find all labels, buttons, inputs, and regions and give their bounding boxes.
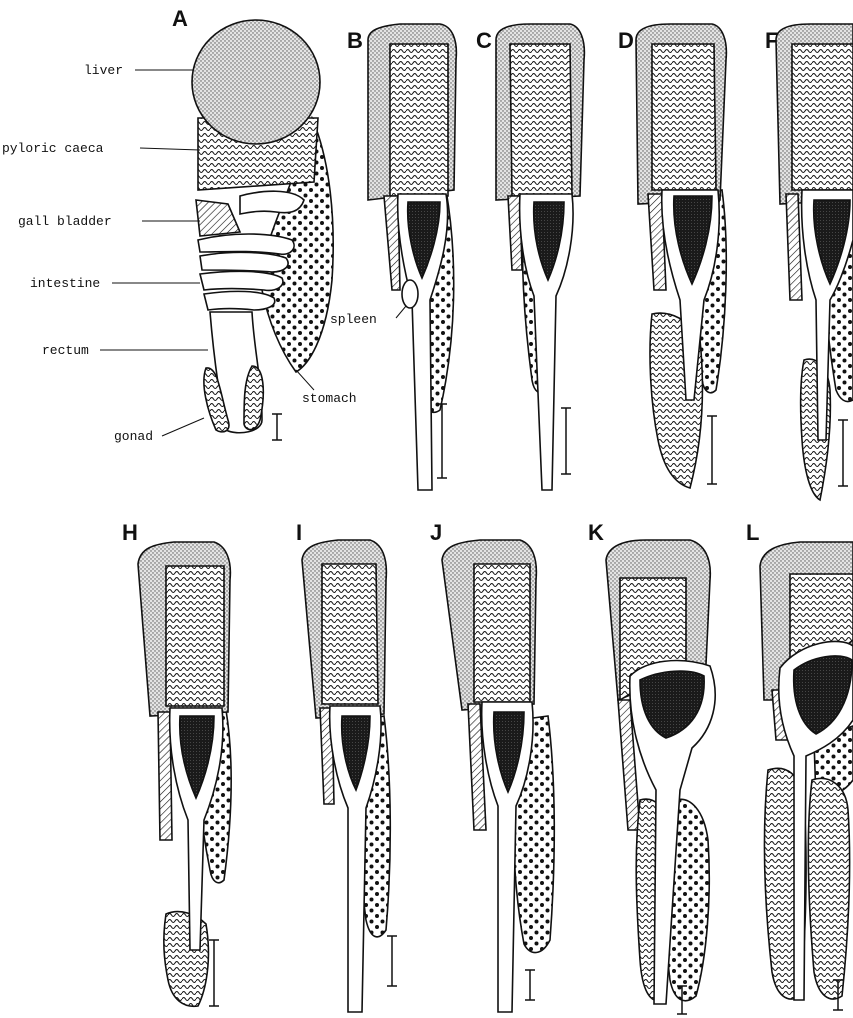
panel-letter-k: K <box>588 520 604 545</box>
panel-letter-h: H <box>122 520 138 545</box>
panel-i: I <box>296 520 397 1012</box>
label-gall-bladder: gall bladder <box>18 214 112 229</box>
panel-j: J <box>430 520 554 1012</box>
scale-bar-b <box>437 404 447 478</box>
gall-bladder-shape <box>196 200 240 236</box>
panel-letter-i: I <box>296 520 302 545</box>
scale-bar-c <box>561 408 571 474</box>
scale-bar-d <box>707 416 717 484</box>
scale-bar-j <box>525 970 535 1000</box>
panel-letter-l: L <box>746 520 759 545</box>
panel-d: D <box>618 24 726 488</box>
label-pyloric-caeca: pyloric caeca <box>2 141 104 156</box>
gonad-shape <box>164 912 209 1007</box>
pyloric-caeca-shape <box>510 44 572 196</box>
gall-bladder-shape <box>786 194 802 300</box>
label-rectum: rectum <box>42 343 89 358</box>
panel-a: A liver pyloric caeca gall bladder intes… <box>2 6 357 444</box>
panel-letter-c: C <box>476 28 492 53</box>
panel-f: F <box>765 24 853 500</box>
panel-letter-a: A <box>172 6 188 31</box>
panel-letter-b: B <box>347 28 363 53</box>
panel-k: K <box>588 520 715 1014</box>
panel-b: B spleen <box>330 24 456 490</box>
liver-shape <box>192 20 320 144</box>
scale-bar-h <box>209 940 219 1006</box>
pyloric-caeca-shape <box>166 566 224 706</box>
label-stomach: stomach <box>302 391 357 406</box>
panel-h: H <box>122 520 231 1006</box>
panel-c: C <box>476 24 584 490</box>
gonad-shape-right <box>808 778 849 999</box>
scale-bar-a <box>272 414 282 440</box>
pyloric-caeca-shape <box>652 44 716 190</box>
label-intestine: intestine <box>30 276 100 291</box>
label-liver: liver <box>84 63 123 78</box>
scale-bar-f <box>838 420 848 486</box>
pyloric-caeca-shape <box>390 44 448 196</box>
label-gonad: gonad <box>114 429 153 444</box>
spleen-shape <box>402 280 418 308</box>
pyloric-caeca-shape <box>474 564 530 702</box>
panel-l: L <box>746 520 853 1010</box>
panel-letter-d: D <box>618 28 634 53</box>
label-spleen: spleen <box>330 312 377 327</box>
scale-bar-i <box>387 936 397 986</box>
panel-letter-j: J <box>430 520 442 545</box>
pyloric-caeca-shape <box>322 564 378 704</box>
pyloric-caeca-shape <box>792 44 853 190</box>
